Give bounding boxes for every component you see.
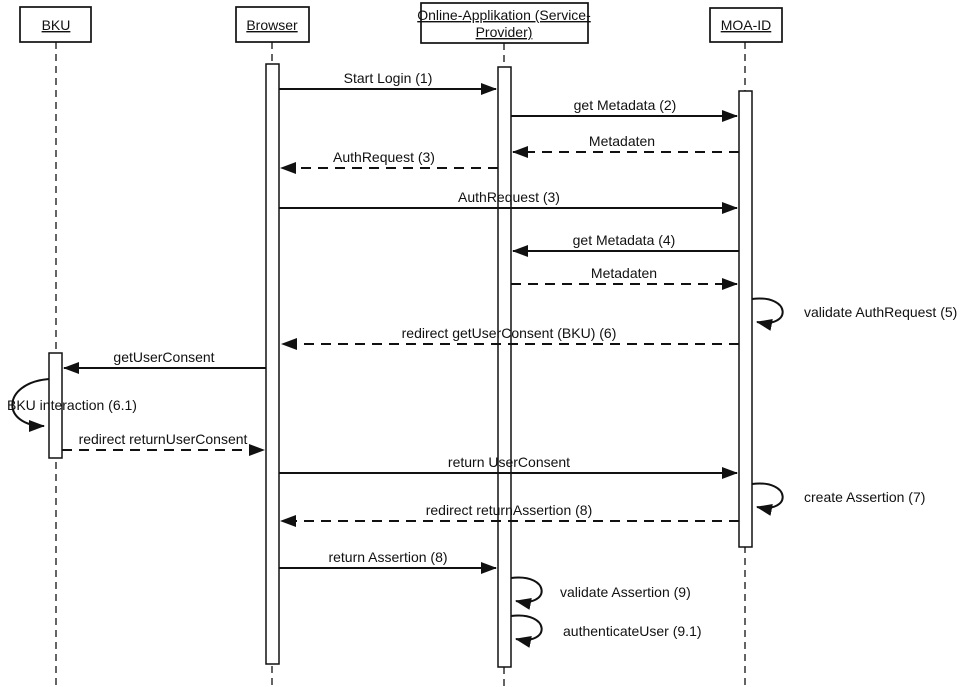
actor-label-line2: Provider) — [476, 24, 533, 40]
message-authrequest-to-moaid: AuthRequest (3) — [279, 189, 738, 214]
message-label: authenticateUser (9.1) — [563, 623, 702, 639]
self-message-validate-authrequest: validate AuthRequest (5) — [751, 297, 957, 331]
self-message-arc — [510, 576, 543, 610]
message-label: create Assertion (7) — [804, 489, 925, 505]
actor-box — [19, 6, 92, 43]
self-message-arc — [11, 378, 50, 432]
self-message-create-assertion: create Assertion (7) — [751, 482, 925, 516]
message-return-assertion: return Assertion (8) — [279, 549, 497, 574]
actor-box — [709, 7, 783, 43]
message-get-metadata-2: get Metadata (2) — [511, 97, 738, 122]
message-label: get Metadata (2) — [574, 97, 677, 113]
actor-moa-id: MOA-ID — [709, 7, 783, 43]
actor-bku: BKU — [19, 6, 92, 43]
self-message-arc — [751, 297, 784, 331]
activation-bar-browser — [265, 63, 280, 665]
actor-box — [420, 2, 589, 44]
self-message-bku-interaction: BKU interaction (6.1) — [7, 378, 137, 432]
message-redirect-getuserconsent: redirect getUserConsent (BKU) (6) — [281, 325, 739, 350]
message-label: return UserConsent — [448, 454, 570, 470]
message-label: AuthRequest (3) — [458, 189, 560, 205]
actor-online-app: Online-Applikation (Service- Provider) — [417, 2, 591, 44]
self-message-arc — [510, 614, 543, 648]
message-metadaten-2: Metadaten — [511, 265, 738, 290]
self-message-arc — [751, 482, 784, 516]
actor-label: Browser — [246, 17, 298, 33]
message-label: BKU interaction (6.1) — [7, 397, 137, 413]
message-getuserconsent: getUserConsent — [63, 349, 266, 374]
message-label: getUserConsent — [113, 349, 214, 365]
message-label: redirect returnAssertion (8) — [426, 502, 593, 518]
message-label: return Assertion (8) — [328, 549, 447, 565]
activation-bar-bku — [48, 352, 63, 459]
message-label: get Metadata (4) — [573, 232, 676, 248]
message-label: Metadaten — [589, 133, 655, 149]
actor-label-line1: Online-Applikation (Service- — [417, 7, 591, 23]
message-metadaten-1: Metadaten — [512, 133, 739, 158]
actor-label: BKU — [42, 17, 71, 33]
message-label: Start Login (1) — [344, 70, 433, 86]
message-label: validate AuthRequest (5) — [804, 304, 957, 320]
self-message-validate-assertion: validate Assertion (9) — [510, 576, 691, 610]
message-label: Metadaten — [591, 265, 657, 281]
message-get-metadata-4: get Metadata (4) — [512, 232, 739, 257]
message-redirect-returnassertion: redirect returnAssertion (8) — [280, 502, 739, 527]
message-label: AuthRequest (3) — [333, 149, 435, 165]
message-return-userconsent: return UserConsent — [279, 454, 738, 479]
activation-bar-online-app — [497, 66, 512, 668]
activation-bar-moa-id — [738, 90, 753, 548]
self-message-authenticateuser: authenticateUser (9.1) — [510, 614, 702, 648]
message-label: redirect getUserConsent (BKU) (6) — [402, 325, 617, 341]
message-label: validate Assertion (9) — [560, 584, 691, 600]
actor-label: MOA-ID — [721, 17, 772, 33]
actor-browser: Browser — [235, 6, 310, 43]
message-label: redirect returnUserConsent — [79, 431, 248, 447]
message-redirect-returnuserconsent: redirect returnUserConsent — [62, 431, 265, 456]
message-start-login: Start Login (1) — [279, 70, 497, 95]
actor-box — [235, 6, 310, 43]
message-authrequest-to-browser: AuthRequest (3) — [280, 149, 498, 174]
